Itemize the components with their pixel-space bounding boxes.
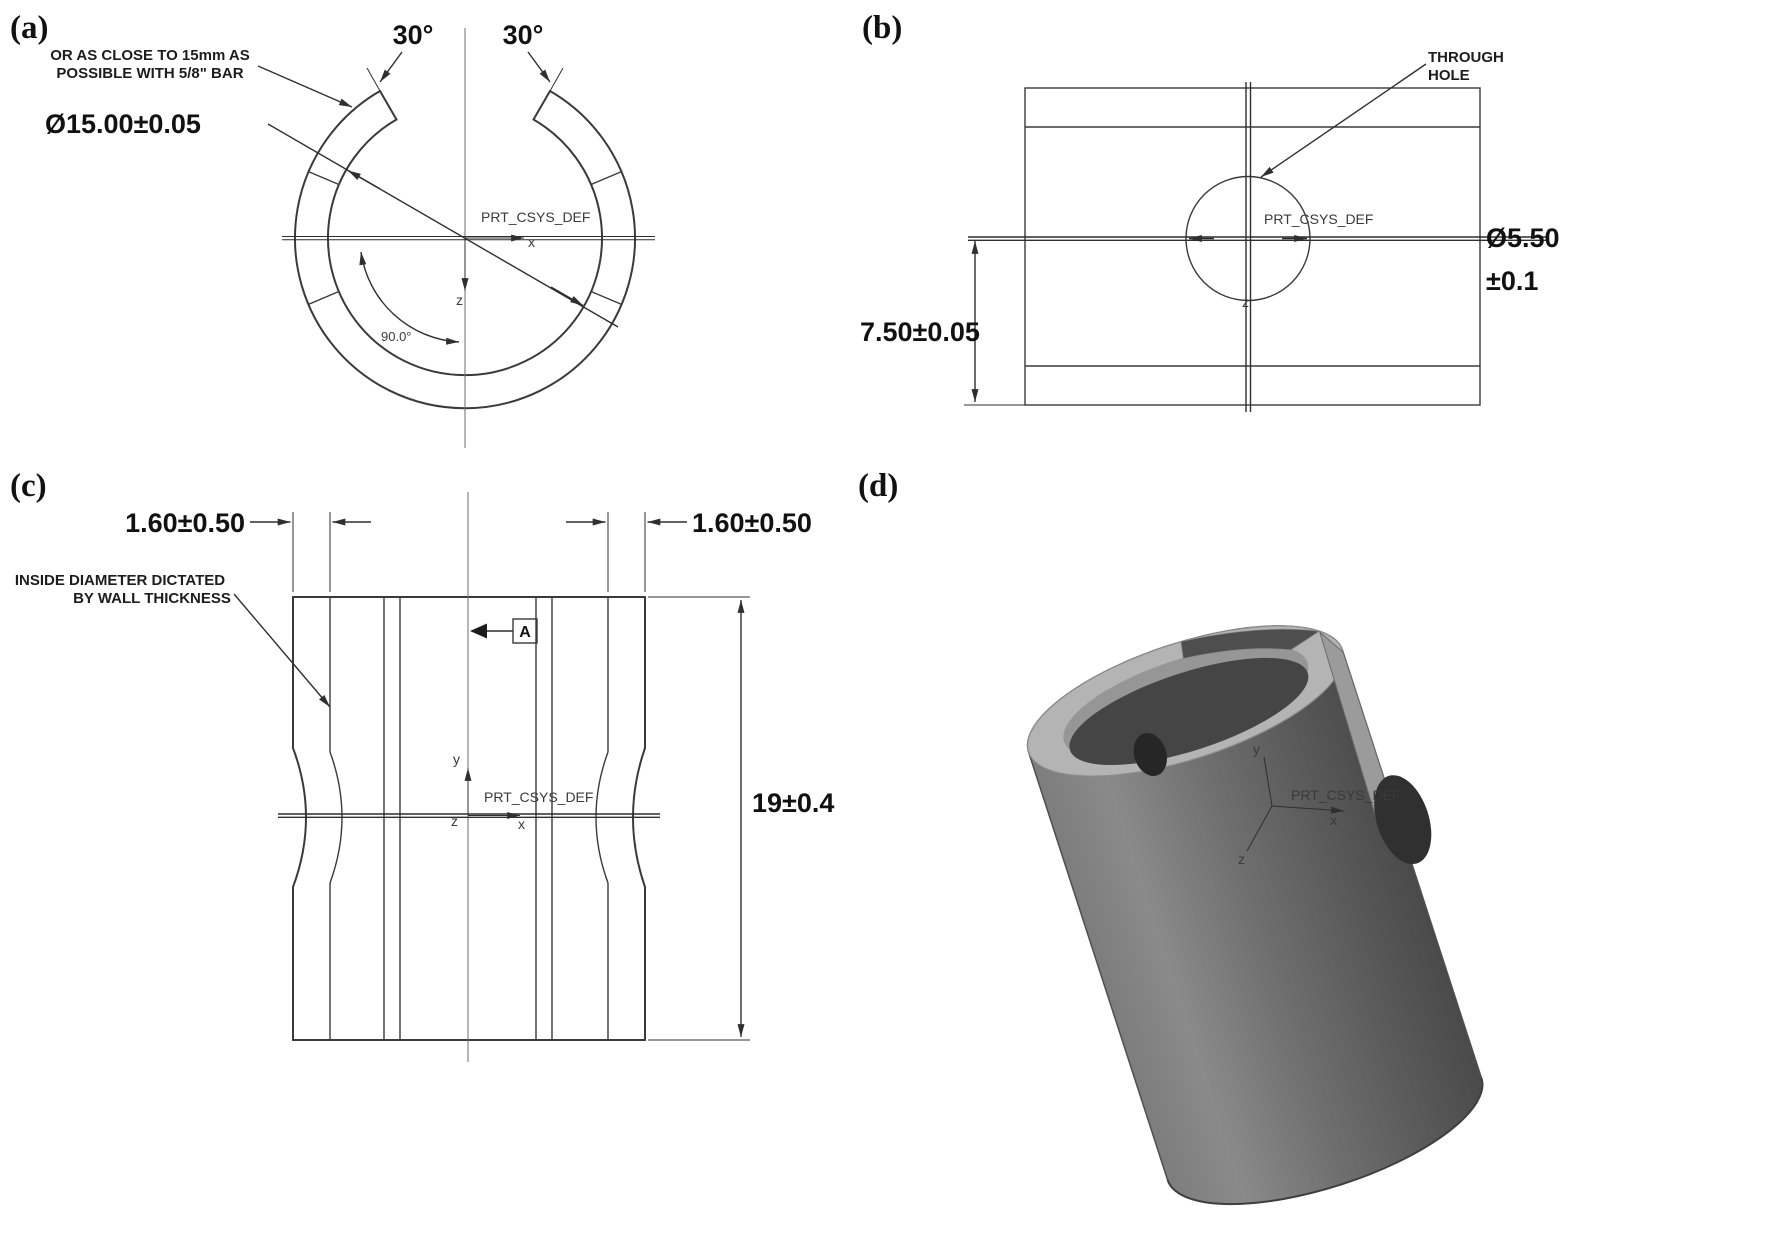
cylinder-bottom-edge bbox=[1166, 1077, 1484, 1206]
panel-c-label: (c) bbox=[10, 468, 47, 504]
panel-c-axis-x-label: x bbox=[518, 816, 525, 832]
panel-c-centerlines bbox=[278, 492, 660, 1062]
panel-d-3d-render bbox=[1026, 625, 1484, 1206]
panel-a-csys-label: PRT_CSYS_DEF bbox=[481, 209, 590, 225]
panel-b-csys-label: PRT_CSYS_DEF bbox=[1264, 211, 1373, 227]
panel-c-axis-y-label: y bbox=[453, 751, 460, 767]
panel-b-axis-z-label: z bbox=[1242, 294, 1249, 310]
panel-c-note-line1: INSIDE DIAMETER DICTATED bbox=[15, 572, 225, 589]
panel-c-datum-label: A bbox=[519, 624, 531, 641]
panel-a-angle-right-dimension: 30° bbox=[503, 20, 544, 50]
panel-a-axis-x-label: x bbox=[528, 234, 535, 250]
panel-b-part-outline bbox=[1024, 87, 1481, 406]
datum-triangle-icon bbox=[470, 623, 487, 639]
panel-d-axis-x-label: x bbox=[1330, 812, 1337, 828]
panel-b-through-hole-callout-line1: THROUGH bbox=[1428, 49, 1504, 66]
inner-through-hole bbox=[1133, 733, 1167, 777]
slot-gap bbox=[1180, 628, 1321, 660]
panel-c-wall-dimension-left: 1.60±0.50 bbox=[125, 508, 245, 538]
panel-b-hole-diameter-dimension-line1: Ø5.50 bbox=[1486, 223, 1560, 253]
panel-c: (c) bbox=[10, 468, 834, 1062]
panel-b-offset-dimension: 7.50±0.05 bbox=[860, 317, 980, 347]
panel-b-dimension-lines bbox=[964, 63, 1427, 406]
panel-c-csys-label: PRT_CSYS_DEF bbox=[484, 789, 593, 805]
panel-a-diameter-dimension: Ø15.00±0.05 bbox=[45, 109, 201, 139]
panel-c-length-dimension: 19±0.4 bbox=[752, 788, 834, 818]
panel-c-wall-dimension-right: 1.60±0.50 bbox=[692, 508, 812, 538]
panel-a-dimension-lines bbox=[257, 51, 619, 345]
panel-a: (a) bbox=[10, 10, 655, 448]
panel-d-axis-y-label: y bbox=[1253, 741, 1260, 757]
panel-d-axis-z-label: z bbox=[1238, 851, 1245, 867]
cylinder-bore bbox=[1069, 657, 1309, 766]
panel-b-centerlines bbox=[968, 82, 1548, 412]
panel-b-hole-diameter-dimension-line2: ±0.1 bbox=[1486, 266, 1538, 296]
panel-a-note-line1: OR AS CLOSE TO 15mm AS bbox=[50, 47, 250, 64]
panel-a-angle-left-dimension: 30° bbox=[393, 20, 434, 50]
panel-c-axis-z-label: z bbox=[451, 813, 458, 829]
panel-d: (d) y PRT_CSYS_DEF bbox=[858, 468, 1484, 1206]
panel-a-arc-angle-dimension: 90.0° bbox=[381, 329, 412, 344]
panel-a-note-line2: POSSIBLE WITH 5/8" BAR bbox=[56, 65, 243, 82]
panel-d-csys-label: PRT_CSYS_DEF bbox=[1291, 787, 1400, 803]
datum-frame bbox=[512, 618, 538, 644]
panel-b-through-hole-callout-line2: HOLE bbox=[1428, 67, 1470, 84]
panel-d-label: (d) bbox=[858, 468, 898, 504]
panel-b: (b) THROUGH HOLE PRT_CSYS_DEF z Ø5 bbox=[860, 10, 1560, 412]
panel-a-axis-z-label: z bbox=[456, 292, 463, 308]
panel-c-dimension-lines bbox=[233, 512, 750, 1041]
panel-a-label: (a) bbox=[10, 10, 48, 46]
panel-c-part-outline bbox=[292, 596, 646, 1041]
side-through-hole bbox=[1374, 775, 1432, 865]
panel-c-note-line2: BY WALL THICKNESS bbox=[73, 590, 231, 607]
panel-d-csys: y PRT_CSYS_DEF x z bbox=[1238, 741, 1400, 867]
panel-b-label: (b) bbox=[862, 10, 902, 46]
